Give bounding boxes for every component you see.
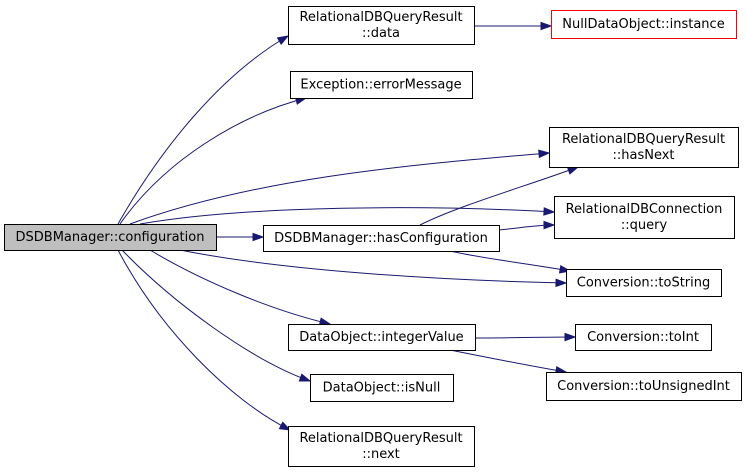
node-do_isnull[interactable]: DataObject::isNull	[310, 374, 454, 402]
node-conv_tounsigned[interactable]: Conversion::toUnsignedInt	[546, 372, 742, 401]
node-exception_msg[interactable]: Exception::errorMessage	[290, 71, 473, 99]
node-box[interactable]	[263, 225, 500, 252]
arrowhead-do_integervalue-to-conv_toint	[564, 332, 577, 342]
edges-layer	[117, 21, 580, 431]
node-rdbqr_data[interactable]: RelationalDBQueryResult::data	[288, 6, 475, 45]
node-label: NullDataObject::instance	[562, 17, 724, 32]
edge-root-to-rdbqr_hasnext	[129, 152, 550, 225]
node-label: RelationalDBConnection	[566, 202, 723, 217]
edge-has_config-to-conv_tostring	[449, 250, 571, 272]
edge-root-to-rdbqr_data	[117, 35, 289, 225]
node-box[interactable]	[290, 71, 473, 99]
arrowhead-has_config-to-rdbconn_query	[543, 220, 556, 230]
node-label: DataObject::isNull	[323, 381, 441, 396]
node-label: Exception::errorMessage	[300, 78, 461, 93]
edge-root-to-rdbconn_query	[139, 207, 555, 225]
node-label: DataObject::integerValue	[299, 330, 463, 345]
node-box[interactable]	[575, 324, 712, 351]
arrowhead-root-to-rdbconn_query	[543, 207, 556, 216]
node-label: ::data	[362, 26, 400, 41]
node-label: Conversion::toInt	[587, 330, 699, 345]
node-box[interactable]	[288, 6, 475, 45]
edge-root-to-exception_msg	[119, 97, 307, 225]
node-box[interactable]	[288, 426, 475, 467]
node-label: RelationalDBQueryResult	[299, 431, 462, 446]
node-label: DSDBManager::configuration	[16, 230, 205, 245]
node-label: Conversion::toString	[577, 276, 711, 291]
arrowhead-root-to-has_config	[252, 232, 265, 242]
node-null_instance[interactable]: NullDataObject::instance	[551, 10, 737, 39]
edge-do_integervalue-to-conv_tounsigned	[449, 349, 567, 373]
edge-root-to-do_integervalue	[149, 249, 331, 325]
arrowhead-root-to-rdbqr_hasnext	[538, 149, 551, 159]
nodes-layer: DSDBManager::configurationRelationalDBQu…	[4, 6, 742, 467]
edge-root-to-conv_tostring	[179, 249, 567, 284]
node-box[interactable]	[4, 224, 217, 251]
node-conv_toint[interactable]: Conversion::toInt	[575, 324, 712, 351]
arrowhead-root-to-rdbqr_next	[278, 421, 292, 431]
node-box[interactable]	[310, 374, 454, 402]
node-box[interactable]	[546, 372, 742, 401]
node-box[interactable]	[566, 269, 722, 297]
node-box[interactable]	[549, 127, 739, 168]
arrowhead-root-to-do_isnull	[298, 373, 312, 382]
node-do_integervalue[interactable]: DataObject::integerValue	[288, 324, 476, 351]
node-label: RelationalDBQueryResult	[562, 132, 725, 147]
arrowhead-root-to-conv_tostring	[555, 278, 568, 288]
arrowhead-rdbqr_data-to-null_instance	[540, 21, 553, 31]
node-label: ::next	[362, 447, 400, 462]
node-label: RelationalDBQueryResult	[299, 10, 462, 25]
node-rdbconn_query[interactable]: RelationalDBConnection::query	[554, 196, 735, 239]
node-label: ::hasNext	[612, 148, 674, 163]
node-box[interactable]	[288, 324, 476, 351]
node-has_config[interactable]: DSDBManager::hasConfiguration	[263, 225, 500, 252]
arrowhead-root-to-rdbqr_data	[276, 35, 290, 45]
arrowhead-has_config-to-rdbqr_hasnext	[566, 166, 580, 175]
edge-do_integervalue-to-conv_toint	[474, 336, 576, 339]
edge-has_config-to-rdbqr_hasnext	[419, 166, 579, 226]
node-rdbqr_next[interactable]: RelationalDBQueryResult::next	[288, 426, 475, 467]
edge-root-to-do_isnull	[121, 249, 311, 382]
node-label: Conversion::toUnsignedInt	[557, 379, 730, 394]
node-label: DSDBManager::hasConfiguration	[274, 231, 488, 246]
node-box[interactable]	[554, 196, 735, 239]
node-rdbqr_hasnext[interactable]: RelationalDBQueryResult::hasNext	[549, 127, 739, 168]
node-label: ::query	[621, 218, 668, 233]
node-conv_tostring[interactable]: Conversion::toString	[566, 269, 722, 297]
edge-root-to-rdbqr_next	[117, 249, 291, 431]
node-box[interactable]	[551, 10, 737, 39]
node-root[interactable]: DSDBManager::configuration	[4, 224, 217, 251]
